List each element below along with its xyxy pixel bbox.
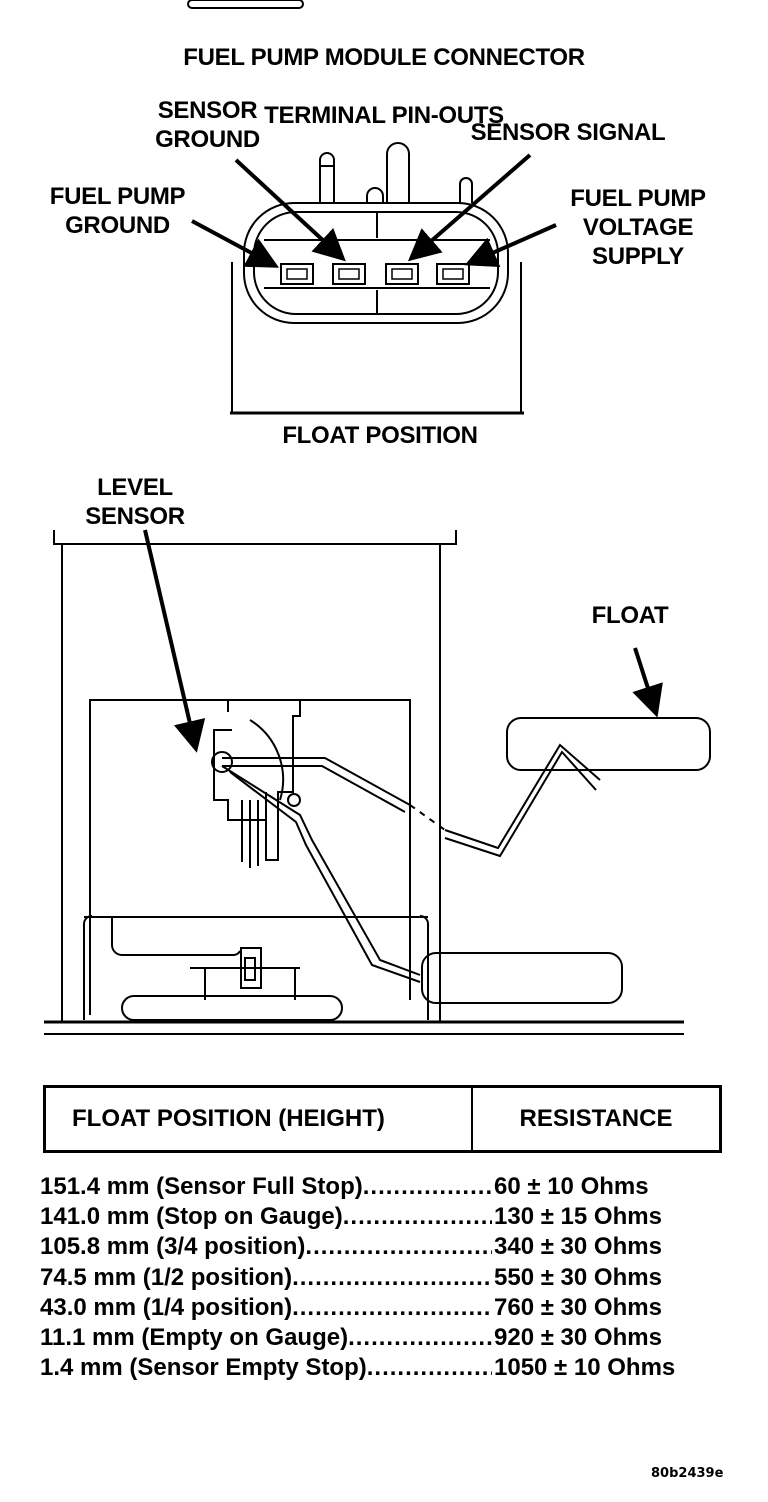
height-value: 151.4 mm [40, 1173, 150, 1200]
title-line-2: TERMINAL PIN-OUTS [264, 102, 504, 129]
float-arm-empty [221, 765, 421, 983]
position-label: (1/2 position) [142, 1263, 293, 1291]
module-reservoir [44, 0, 684, 1035]
table-row: 141.0 mm (Stop on Gauge) ...............… [40, 1202, 720, 1232]
header-resistance: RESISTANCE [519, 1105, 673, 1132]
label-sensor-ground: SENSOR GROUND [155, 97, 260, 153]
table-row: 1.4 mm (Sensor Empty Stop) .............… [40, 1353, 720, 1383]
table-row: 151.4 mm (Sensor Full Stop) ............… [40, 1172, 720, 1202]
resistance-table-header: FLOAT POSITION (HEIGHT) RESISTANCE [43, 1085, 722, 1153]
resistance-value: 920 ± 30 Ohms [494, 1323, 662, 1351]
label-level-sensor: LEVEL SENSOR [85, 474, 185, 530]
resistance-table-rows: 151.4 mm (Sensor Full Stop) ............… [40, 1172, 720, 1383]
resistance-value: 760 ± 30 Ohms [494, 1293, 662, 1321]
label-fuel-pump-ground: FUEL PUMP GROUND [49, 183, 186, 239]
header-float-position: FLOAT POSITION (HEIGHT) [46, 1088, 473, 1150]
height-value: 11.1 mm [40, 1323, 135, 1351]
resistance-value: 60 ± 10 Ohms [494, 1173, 649, 1200]
label-sensor-signal: SENSOR SIGNAL [470, 119, 666, 146]
table-row: 105.8 mm (3/4 position) ................… [40, 1232, 720, 1262]
diagram-title: FUEL PUMP MODULE CONNECTOR TERMINAL PIN-… [0, 14, 768, 159]
float-empty [421, 952, 623, 1004]
label-float: FLOAT [591, 602, 669, 629]
resistance-value: 340 ± 30 Ohms [494, 1233, 662, 1261]
height-value: 43.0 mm [40, 1293, 137, 1321]
position-label: (Empty on Gauge) [141, 1323, 349, 1351]
table-row: 43.0 mm (1/4 position) .................… [40, 1293, 720, 1323]
position-label: (Sensor Full Stop) [156, 1173, 363, 1200]
height-value: 141.0 mm [40, 1203, 150, 1231]
table-row: 74.5 mm (1/2 position) .................… [40, 1263, 720, 1293]
resistance-value: 550 ± 30 Ohms [494, 1263, 662, 1291]
resistance-value: 130 ± 15 Ohms [494, 1203, 662, 1231]
table-row: 11.1 mm (Empty on Gauge) ...............… [40, 1323, 720, 1353]
module-callout-arrows [143, 529, 663, 753]
position-label: (Stop on Gauge) [156, 1203, 343, 1231]
pin-callout-arrows [191, 153, 557, 268]
connector-housing [230, 142, 524, 415]
float-full [506, 717, 711, 771]
height-value: 74.5 mm [40, 1263, 137, 1291]
position-label: (3/4 position) [156, 1233, 306, 1261]
label-fuel-pump-voltage-supply: FUEL PUMP VOLTAGE SUPPLY [570, 185, 706, 270]
connector-pins [280, 263, 470, 285]
resistance-value: 1050 ± 10 Ohms [494, 1354, 676, 1382]
section-label-float-position: FLOAT POSITION [282, 422, 478, 449]
level-sensor-mechanism [211, 699, 301, 868]
position-label: (Sensor Empty Stop) [129, 1354, 367, 1382]
fuel-pump-module-drawing [44, 0, 711, 1035]
height-value: 105.8 mm [40, 1233, 150, 1261]
height-value: 1.4 mm [40, 1354, 123, 1382]
title-line-1: FUEL PUMP MODULE CONNECTOR [183, 44, 585, 71]
figure-id: 80b2439e [651, 1466, 724, 1481]
position-label: (1/4 position) [142, 1293, 293, 1321]
